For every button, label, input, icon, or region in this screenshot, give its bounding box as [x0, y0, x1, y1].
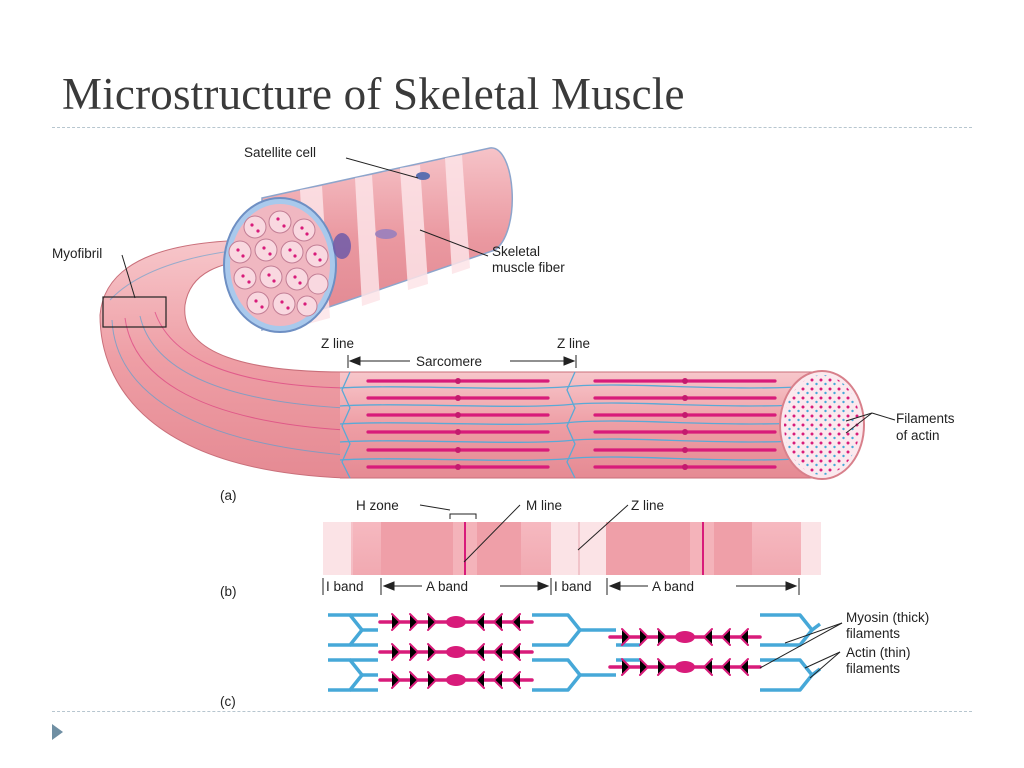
- sarcomere-dimension: [347, 355, 577, 368]
- triangle-bullet-icon: [52, 724, 63, 740]
- label-myosin-1: Myosin (thick): [846, 610, 929, 625]
- label-m-line: M line: [526, 498, 562, 513]
- label-filaments-actin-1: Filaments: [896, 411, 955, 426]
- footer-divider: [52, 711, 972, 712]
- label-actin-1: Actin (thin): [846, 645, 911, 660]
- label-i-band-2: I band: [554, 579, 592, 594]
- leader-lines: [121, 157, 896, 679]
- label-z-line-left: Z line: [321, 336, 354, 351]
- band-dimension-arrows: [322, 578, 800, 595]
- muscle-fiber-bundle: [223, 147, 513, 333]
- label-z-line-b: Z line: [631, 498, 664, 513]
- label-h-zone: H zone: [356, 498, 399, 513]
- label-a-band-1: A band: [426, 579, 468, 594]
- label-myofibril: Myofibril: [52, 246, 102, 261]
- slide-title: Microstructure of Skeletal Muscle: [62, 69, 685, 119]
- label-panel-c: (c): [220, 694, 236, 709]
- label-myosin-2: filaments: [846, 626, 900, 641]
- label-z-line-right: Z line: [557, 336, 590, 351]
- label-a-band-2: A band: [652, 579, 694, 594]
- label-filaments-actin-2: of actin: [896, 428, 940, 443]
- title-divider: [52, 127, 972, 128]
- sarcomere-fiber: [339, 370, 865, 480]
- label-skeletal-fiber-1: Skeletal: [492, 244, 540, 259]
- label-sarcomere: Sarcomere: [416, 354, 482, 369]
- myofibril-curve: [99, 239, 346, 479]
- label-actin-2: filaments: [846, 661, 900, 676]
- label-panel-b: (b): [220, 584, 237, 599]
- label-skeletal-fiber-2: muscle fiber: [492, 260, 565, 275]
- label-panel-a: (a): [220, 488, 237, 503]
- label-satellite-cell: Satellite cell: [244, 145, 316, 160]
- filament-lattice: [328, 613, 822, 692]
- label-i-band-1: I band: [326, 579, 364, 594]
- band-pattern-strip: [323, 522, 821, 575]
